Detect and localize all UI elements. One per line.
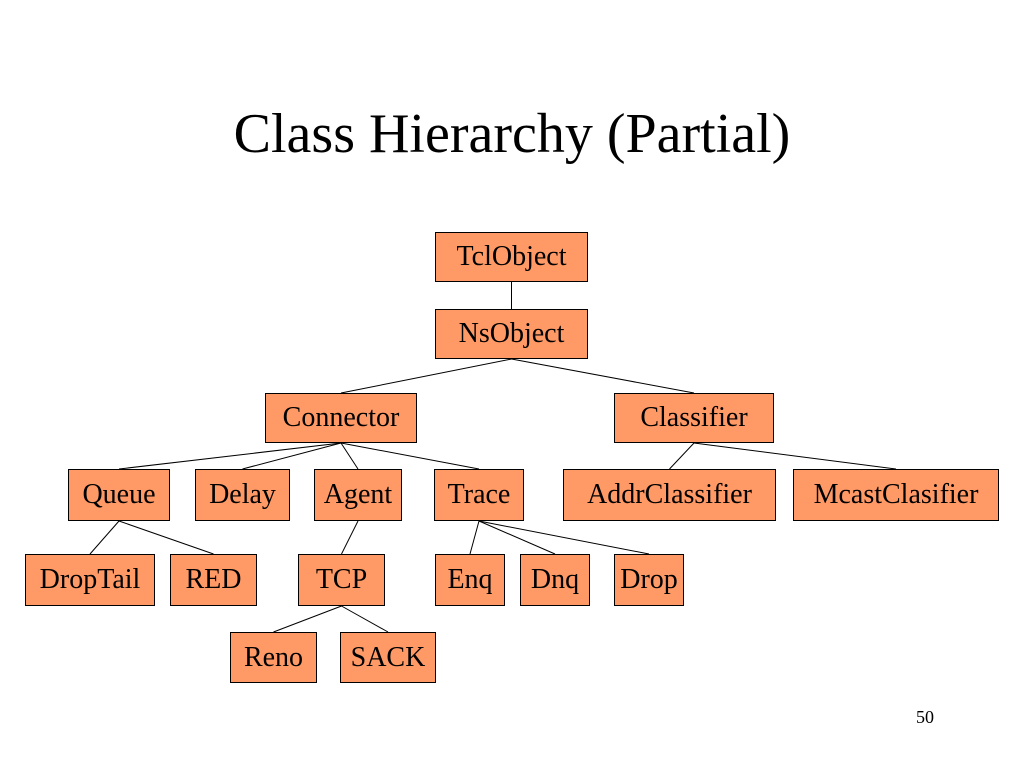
class-node-reno: Reno (230, 632, 317, 683)
edge-nsobject-connector (340, 358, 512, 394)
class-node-connector: Connector (265, 393, 417, 443)
class-node-nsobject: NsObject (435, 309, 588, 359)
class-node-drop: Drop (614, 554, 684, 606)
edge-connector-delay (242, 442, 342, 470)
class-node-droptail: DropTail (25, 554, 155, 606)
edge-trace-enq (469, 520, 480, 555)
class-node-tclobject: TclObject (435, 232, 588, 282)
class-node-dnq: Dnq (520, 554, 590, 606)
class-node-classifier: Classifier (614, 393, 774, 443)
edge-trace-drop (478, 520, 650, 555)
edge-nsobject-classifier (511, 358, 695, 394)
class-node-sack: SACK (340, 632, 436, 683)
page-number: 50 (916, 707, 934, 727)
edge-classifier-addrclassifier (669, 442, 695, 470)
class-node-tcp: TCP (298, 554, 385, 606)
class-node-red: RED (170, 554, 257, 606)
edge-connector-trace (340, 442, 480, 470)
class-node-delay: Delay (195, 469, 290, 521)
edge-agent-tcp (341, 520, 359, 555)
edge-trace-dnq (478, 520, 556, 555)
edge-classifier-mcastclasifier (693, 442, 897, 470)
slide-title: Class Hierarchy (Partial) (233, 103, 791, 165)
edge-tcp-reno (273, 605, 342, 633)
edge-tcp-sack (341, 605, 389, 633)
class-node-mcastclasifier: McastClasifier (793, 469, 999, 521)
edge-queue-red (118, 520, 214, 555)
edge-queue-droptail (89, 520, 120, 555)
edge-connector-agent (340, 442, 359, 470)
class-node-queue: Queue (68, 469, 170, 521)
class-node-enq: Enq (435, 554, 505, 606)
class-node-trace: Trace (434, 469, 524, 521)
class-node-agent: Agent (314, 469, 402, 521)
edge-connector-queue (118, 442, 342, 470)
class-node-addrclassifier: AddrClassifier (563, 469, 776, 521)
